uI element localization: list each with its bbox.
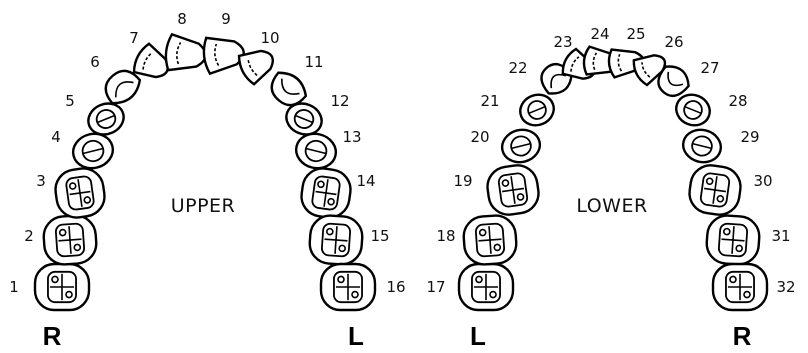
upper-tooth-number: 13 xyxy=(342,128,361,146)
upper-tooth-number: 8 xyxy=(177,10,187,28)
upper-tooth-13[interactable] xyxy=(292,130,339,173)
lower-arch-label: LOWER xyxy=(576,195,647,217)
lower-tooth-18[interactable] xyxy=(462,214,518,266)
upper-tooth-number: 7 xyxy=(129,29,139,47)
upper-tooth-16[interactable] xyxy=(319,262,377,312)
upper-tooth-number: 5 xyxy=(65,92,75,110)
lower-tooth-number: 23 xyxy=(553,33,572,51)
upper-tooth-2[interactable] xyxy=(42,214,98,266)
upper-tooth-8[interactable] xyxy=(164,32,207,74)
lower-side-label-r: R xyxy=(733,321,752,351)
lower-tooth-number: 20 xyxy=(470,128,489,146)
upper-arch-label: UPPER xyxy=(171,195,236,217)
upper-tooth-number: 2 xyxy=(24,227,34,245)
tooth-crown xyxy=(104,69,142,105)
upper-tooth-9[interactable] xyxy=(202,34,245,76)
upper-side-label-l: L xyxy=(348,321,364,351)
lower-tooth-32[interactable] xyxy=(711,262,769,312)
lower-arch: 17 18 19 20 21 22 23 24 25 26 27 28 29 30 31 32 xyxy=(426,25,796,312)
lower-side-label-l: L xyxy=(470,321,486,351)
upper-tooth-number: 4 xyxy=(51,128,61,146)
lower-tooth-30[interactable] xyxy=(687,163,743,217)
lower-tooth-number: 31 xyxy=(771,227,790,245)
upper-tooth-number: 9 xyxy=(221,10,231,28)
lower-tooth-28[interactable] xyxy=(672,90,715,131)
upper-tooth-6[interactable] xyxy=(99,64,145,109)
lower-tooth-29[interactable] xyxy=(680,126,725,166)
upper-tooth-number: 6 xyxy=(90,53,100,71)
upper-tooth-number: 11 xyxy=(304,53,323,71)
lower-tooth-number: 24 xyxy=(590,25,609,43)
tooth-crown xyxy=(657,65,690,98)
upper-side-label-r: R xyxy=(43,321,62,351)
upper-tooth-number: 15 xyxy=(370,227,389,245)
lower-tooth-number: 17 xyxy=(426,278,445,296)
lower-tooth-20[interactable] xyxy=(499,126,544,166)
upper-tooth-number: 10 xyxy=(260,29,279,47)
lower-tooth-number: 29 xyxy=(740,128,759,146)
lower-tooth-number: 22 xyxy=(508,59,527,77)
lower-tooth-27[interactable] xyxy=(652,61,693,102)
lower-tooth-number: 30 xyxy=(753,172,772,190)
lower-tooth-number: 19 xyxy=(453,172,472,190)
upper-tooth-1[interactable] xyxy=(33,262,91,312)
upper-tooth-number: 3 xyxy=(36,172,46,190)
lower-tooth-number: 28 xyxy=(728,92,747,110)
upper-tooth-5[interactable] xyxy=(84,98,129,139)
upper-tooth-15[interactable] xyxy=(308,214,364,266)
upper-tooth-14[interactable] xyxy=(299,166,353,220)
upper-tooth-number: 14 xyxy=(356,172,375,190)
lower-tooth-31[interactable] xyxy=(705,214,761,266)
upper-tooth-4[interactable] xyxy=(69,130,116,173)
lower-tooth-number: 27 xyxy=(700,59,719,77)
upper-tooth-number: 16 xyxy=(386,278,405,296)
lower-tooth-26[interactable] xyxy=(630,48,671,87)
lower-tooth-number: 26 xyxy=(664,33,683,51)
upper-tooth-3[interactable] xyxy=(53,166,107,220)
tooth-crown xyxy=(164,32,207,72)
tooth-crown xyxy=(202,36,245,76)
upper-tooth-10[interactable] xyxy=(235,42,279,86)
lower-tooth-19[interactable] xyxy=(485,163,541,217)
lower-tooth-21[interactable] xyxy=(516,90,559,131)
upper-tooth-number: 1 xyxy=(9,278,19,296)
lower-tooth-number: 32 xyxy=(776,278,795,296)
lower-tooth-number: 18 xyxy=(436,227,455,245)
upper-tooth-12[interactable] xyxy=(282,98,327,139)
tooth-crown xyxy=(237,49,274,86)
lower-tooth-number: 21 xyxy=(480,92,499,110)
upper-tooth-number: 12 xyxy=(330,92,349,110)
lower-tooth-number: 25 xyxy=(626,25,645,43)
lower-tooth-17[interactable] xyxy=(457,262,515,312)
